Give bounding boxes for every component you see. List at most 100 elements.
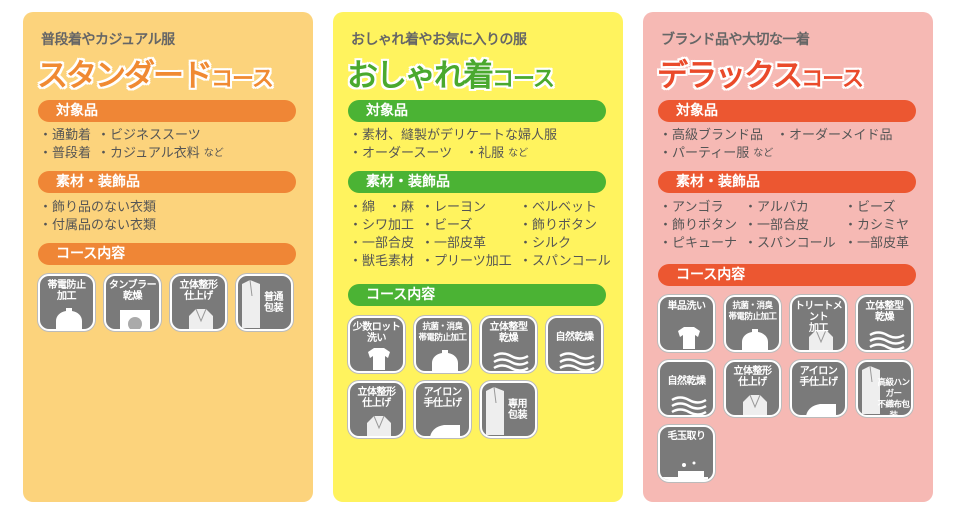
course-feature-icon: 立体整形 仕上げ (724, 360, 781, 417)
icon-label: 立体整型 乾燥 (865, 301, 905, 323)
course-feature-icon: 単品洗い (658, 295, 715, 352)
list-item: ・カジュアル衣料 (97, 146, 200, 161)
waves-icon (493, 352, 529, 371)
packaged-jacket-icon (862, 365, 880, 414)
list-item: ・普段着 (39, 146, 92, 161)
list-item: ・ビジネススーツ (97, 128, 201, 143)
waves-icon (559, 352, 595, 371)
course-panel: おしゃれ着やお気に入りの服おしゃれ着コース対象品素材・装飾品コース内容 ・素材、縫… (333, 12, 623, 502)
panel-title: おしゃれ着コース (347, 50, 555, 95)
waves-icon (869, 331, 905, 350)
course-feature-icon: 立体整型 乾燥 (856, 295, 913, 352)
list-item: ・一部皮革 (421, 236, 487, 251)
list-item: など (508, 148, 529, 159)
panel-subtitle: おしゃれ着やお気に入りの服 (351, 32, 527, 48)
bag-icon (56, 308, 82, 329)
panel-title: スタンダードコース (37, 50, 274, 95)
list-item: ・パーティー服 (659, 146, 750, 161)
list-item: ・高級ブランド品 ・オーダーメイド品 (659, 128, 893, 143)
list-row: ・高級ブランド品 ・オーダーメイド品 (659, 127, 892, 145)
tshirt-icon (678, 327, 700, 349)
packaged-jacket-icon (486, 386, 504, 435)
title-main: おしゃれ着 (347, 58, 494, 94)
list-item: ・通勤着 (39, 128, 92, 143)
list-row: ・ピキューナ・スパンコール・一部皮革 (659, 235, 919, 253)
dryer-icon (120, 310, 150, 329)
icon-label: 単品洗い (667, 301, 707, 312)
list-item: ・シワ加工 (349, 218, 415, 233)
list-item: ・一部皮革 (844, 236, 910, 251)
icon-label: タンブラー 乾燥 (108, 280, 157, 302)
icon-label: 立体整形 仕上げ (733, 366, 773, 388)
icon-label: アイロン 手仕上げ (799, 366, 839, 388)
icon-label: 自然乾燥 (667, 376, 707, 387)
panel-title: デラックスコース (657, 50, 864, 95)
list-item: ・シルク (519, 236, 572, 251)
list-item: ・スパンコール (519, 254, 611, 269)
section-header: 対象品 (658, 100, 916, 122)
course-feature-icon: 立体整形 仕上げ (170, 274, 227, 331)
jacket-icon (367, 415, 391, 436)
list-row: ・素材、縫製がデリケートな婦人服 (349, 127, 557, 145)
section-header: 素材・装飾品 (348, 171, 606, 193)
icon-label: 抗菌・消臭 帯電防止加工 (418, 322, 467, 343)
icon-label: 高級ハンガー 不織布包装 (877, 378, 910, 417)
icon-label: 立体整形 仕上げ (357, 387, 397, 409)
course-feature-icon: 自然乾燥 (658, 360, 715, 417)
list-item: ・ビーズ (421, 218, 473, 233)
list-item: ・一部合皮 (744, 218, 810, 233)
material-list: ・アンゴラ・アルパカ・ビーズ・飾りボタン・一部合皮・カシミヤ・ピキューナ・スパン… (659, 199, 919, 253)
section-header: コース内容 (658, 264, 916, 286)
list-item: ・付属品のない衣類 (39, 218, 157, 233)
section-header: 素材・装飾品 (658, 171, 916, 193)
course-feature-icon: 少数ロット 洗い (348, 316, 405, 373)
icon-label: 自然乾燥 (555, 332, 595, 343)
jacket-icon (189, 308, 213, 329)
target-list: ・高級ブランド品 ・オーダーメイド品・パーティー服など (659, 127, 892, 163)
tshirt-icon (368, 348, 390, 370)
list-row: ・飾りボタン・一部合皮 ・カシミヤ (659, 217, 919, 235)
course-feature-icon: 普通 包装 (236, 274, 293, 331)
list-row: ・付属品のない衣類 (39, 217, 156, 235)
icon-label: 毛玉取り (667, 431, 707, 442)
list-item: ・レーヨン (421, 200, 487, 215)
list-row: ・普段着・カジュアル衣料など (39, 145, 224, 163)
list-item: ・スパンコール (744, 236, 836, 251)
jacket-icon (743, 394, 767, 415)
section-header: コース内容 (348, 284, 606, 306)
icon-label: 立体整形 仕上げ (179, 280, 219, 302)
list-item: ・獣毛素材 (349, 254, 415, 269)
list-item: ・飾りボタン (659, 218, 738, 233)
section-header: 対象品 (348, 100, 606, 122)
panel-subtitle: 普段着やカジュアル服 (41, 32, 175, 48)
course-panel: 普段着やカジュアル服スタンダードコース対象品素材・装飾品コース内容・通勤着・ビジ… (23, 12, 313, 502)
title-main: デラックス (657, 58, 803, 94)
iron-icon (430, 425, 460, 436)
list-item: ・ベルベット (519, 200, 598, 215)
course-feature-icon: 帯電防止 加工 (38, 274, 95, 331)
list-item: ・カシミヤ (844, 218, 910, 233)
bag-icon (432, 350, 458, 371)
section-header: 素材・装飾品 (38, 171, 296, 193)
material-list: ・飾り品のない衣類・付属品のない衣類 (39, 199, 156, 235)
list-item: ・一部合皮 (349, 236, 415, 251)
list-row: ・通勤着・ビジネススーツ (39, 127, 224, 145)
section-header: 対象品 (38, 100, 296, 122)
course-feature-icon: アイロン 手仕上げ (790, 360, 847, 417)
bag-icon (742, 329, 768, 350)
jacket-icon (809, 329, 833, 350)
list-item: など (753, 148, 774, 159)
icon-label: 抗菌・消臭 帯電防止加工 (728, 301, 777, 322)
list-row: ・綿 ・麻・レーヨン・ベルベット (349, 199, 609, 217)
course-feature-icon: 高級ハンガー 不織布包装 (856, 360, 913, 417)
course-feature-icon: 自然乾燥 (546, 316, 603, 373)
icon-label: アイロン 手仕上げ (423, 387, 463, 409)
packaged-jacket-icon (242, 279, 260, 328)
icon-label: 少数ロット 洗い (352, 322, 401, 344)
title-suffix: コース (211, 67, 274, 92)
material-list: ・綿 ・麻・レーヨン・ベルベット・シワ加工・ビーズ・飾りボタン・一部合皮・一部皮… (349, 199, 611, 271)
icon-label: 専用 包装 (508, 399, 528, 421)
icon-label: 帯電防止 加工 (47, 280, 87, 302)
list-item: ・オーダースーツ ・礼服 (349, 146, 505, 161)
target-list: ・素材、縫製がデリケートな婦人服・オーダースーツ ・礼服など (349, 127, 557, 163)
